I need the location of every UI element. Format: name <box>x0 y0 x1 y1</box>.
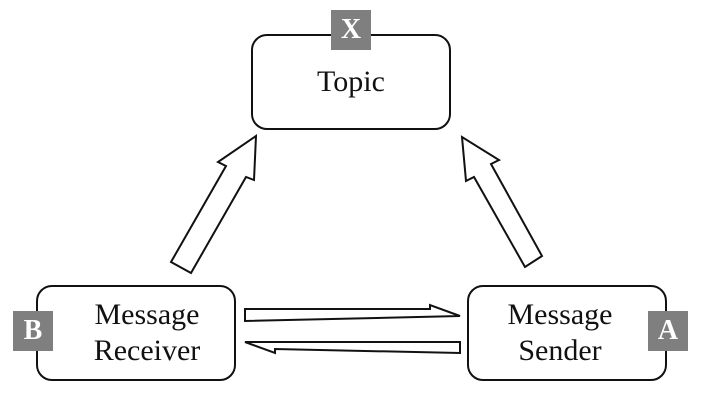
badge-x: X <box>331 10 371 50</box>
badge-b: B <box>13 311 53 351</box>
badge-a: A <box>648 311 688 351</box>
badge-x-label: X <box>340 14 362 45</box>
message-sender-node: Message Sender <box>467 285 667 381</box>
badge-b-label: B <box>23 315 43 346</box>
topic-node: Topic <box>251 34 451 130</box>
arrow-sender-to-receiver <box>244 341 461 355</box>
receiver-label-line2: Receiver <box>93 334 201 367</box>
topic-label: Topic <box>317 65 385 98</box>
arrow-receiver-to-topic <box>169 134 258 275</box>
badge-a-label: A <box>657 315 679 346</box>
sender-label-line1: Message <box>507 298 613 331</box>
receiver-label-line1: Message <box>94 298 200 331</box>
arrow-receiver-to-sender <box>244 303 461 323</box>
message-receiver-node: Message Receiver <box>36 285 236 381</box>
arrow-sender-to-topic <box>460 135 544 269</box>
sender-label-line2: Sender <box>518 334 602 367</box>
